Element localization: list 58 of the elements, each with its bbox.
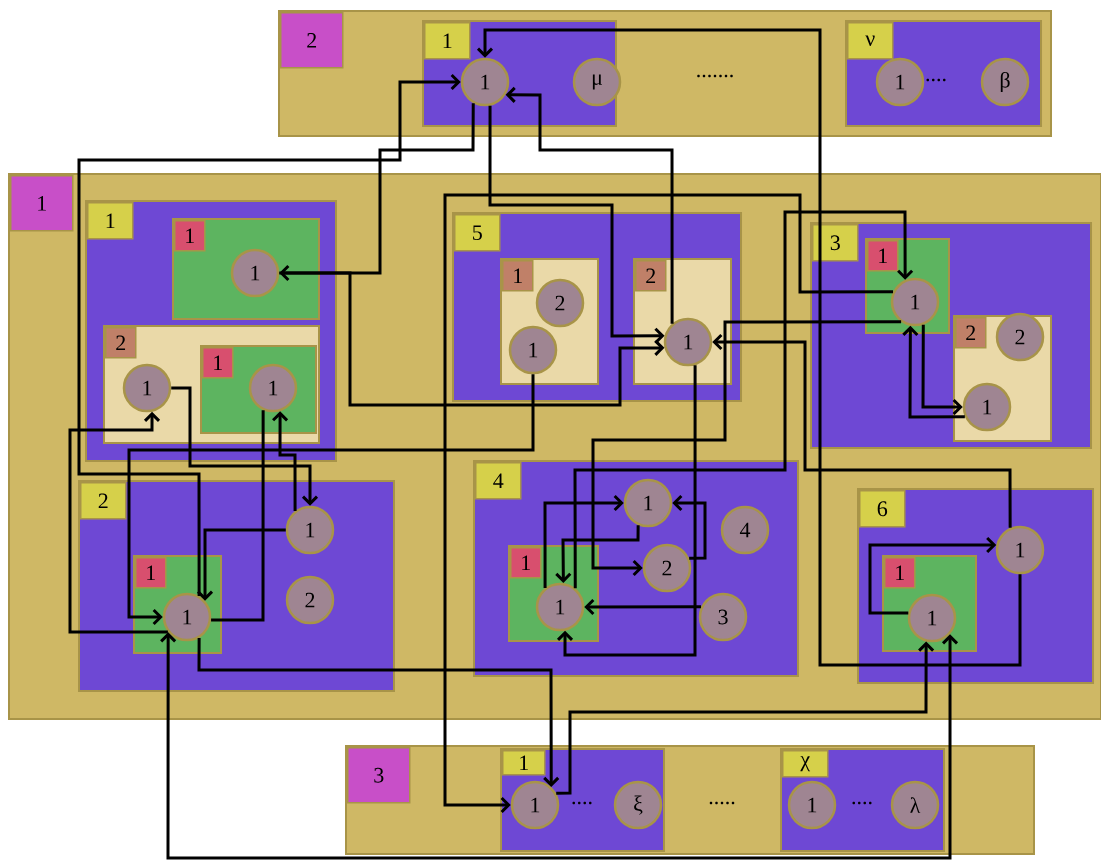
circle-node: 1 xyxy=(907,593,957,643)
circle-node: 1 xyxy=(460,57,510,107)
arrow xyxy=(921,324,963,416)
arrow xyxy=(488,105,665,344)
ellipsis-dots: ..... xyxy=(709,801,735,805)
arrow xyxy=(196,528,286,601)
arrow xyxy=(868,536,997,615)
circle-node: 1 xyxy=(122,363,172,413)
arrow xyxy=(77,73,461,596)
arrow xyxy=(127,374,535,626)
ellipsis-dots: .... xyxy=(852,801,872,805)
circle-node: 1 xyxy=(623,478,673,528)
circle-node: 1 xyxy=(162,592,212,642)
arrow xyxy=(556,365,697,657)
arrow xyxy=(476,28,1022,667)
arrow xyxy=(902,325,965,419)
circle-node: 1 xyxy=(230,248,280,298)
arrow xyxy=(443,193,894,814)
arrow xyxy=(505,86,674,324)
circle-node: 1 xyxy=(890,277,940,327)
circle-node: ξ xyxy=(613,780,663,830)
circle-node: 1 xyxy=(663,317,713,367)
arrow xyxy=(543,494,624,588)
arrow xyxy=(279,271,665,407)
circle-node: 2 xyxy=(535,278,585,328)
ellipsis-dots: .... xyxy=(572,801,592,805)
circle-node: 1 xyxy=(875,57,925,107)
circle-node: 3 xyxy=(698,592,748,642)
circle-node: 1 xyxy=(508,325,558,375)
ellipsis-dots: .... xyxy=(926,78,946,82)
circle-node: 2 xyxy=(642,543,692,593)
arrow xyxy=(672,494,707,560)
circle-node: 1 xyxy=(995,525,1045,575)
circle-node: 1 xyxy=(248,363,298,413)
circle-node: λ xyxy=(890,780,940,830)
circle-node: 2 xyxy=(285,575,335,625)
circle-node: 1 xyxy=(510,780,560,830)
circle-node: 2 xyxy=(995,312,1045,362)
arrow xyxy=(573,210,914,589)
arrow xyxy=(279,103,475,282)
circle-node: 1 xyxy=(535,582,585,632)
arrow xyxy=(584,598,702,616)
arrow xyxy=(197,638,560,787)
circle-node: 4 xyxy=(720,505,770,555)
circle-node: 1 xyxy=(285,505,335,555)
arrow xyxy=(272,411,297,511)
circle-node: μ xyxy=(572,57,622,107)
arrow xyxy=(712,333,1012,528)
circle-node: 1 xyxy=(787,780,837,830)
arrow xyxy=(591,320,902,577)
arrow xyxy=(160,632,959,860)
arrow xyxy=(556,641,935,795)
circle-node: 1 xyxy=(962,382,1012,432)
arrow xyxy=(68,411,168,634)
circle-node: β xyxy=(980,57,1030,107)
ellipsis-dots: ....... xyxy=(697,74,733,78)
arrow xyxy=(555,525,640,583)
arrow xyxy=(171,386,319,506)
